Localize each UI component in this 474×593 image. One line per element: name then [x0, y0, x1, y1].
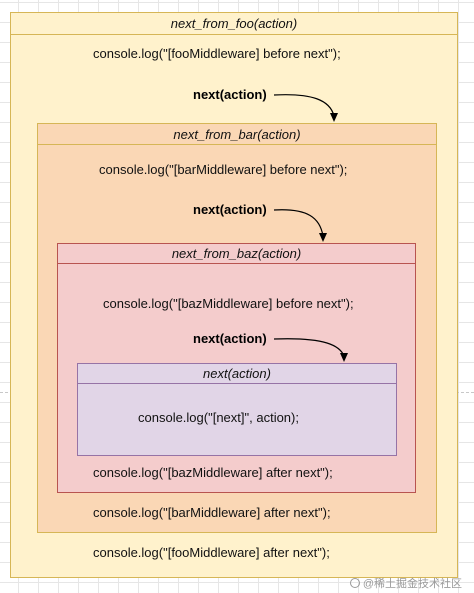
foo-next-call: next(action)	[193, 87, 267, 102]
watermark-logo-icon	[349, 578, 360, 588]
next-box-header: next(action)	[78, 364, 396, 384]
watermark-text: @稀土掘金技术社区	[362, 578, 462, 590]
foo-box-header: next_from_foo(action)	[11, 13, 457, 35]
watermark: @稀土掘金技术社区	[349, 575, 462, 591]
baz-box-header: next_from_baz(action)	[58, 244, 415, 264]
bar-after-log: console.log("[barMiddleware] after next"…	[93, 505, 331, 520]
next-function-box[interactable]: next(action)	[77, 363, 397, 456]
bar-next-call: next(action)	[193, 202, 267, 217]
baz-before-log: console.log("[bazMiddleware] before next…	[103, 296, 354, 311]
bar-before-log: console.log("[barMiddleware] before next…	[99, 162, 348, 177]
next-body-log: console.log("[next]", action);	[138, 410, 299, 425]
bar-box-header: next_from_bar(action)	[38, 124, 436, 145]
foo-after-log: console.log("[fooMiddleware] after next"…	[93, 545, 330, 560]
foo-before-log: console.log("[fooMiddleware] before next…	[93, 46, 341, 61]
baz-next-call: next(action)	[193, 331, 267, 346]
baz-after-log: console.log("[bazMiddleware] after next"…	[93, 465, 333, 480]
